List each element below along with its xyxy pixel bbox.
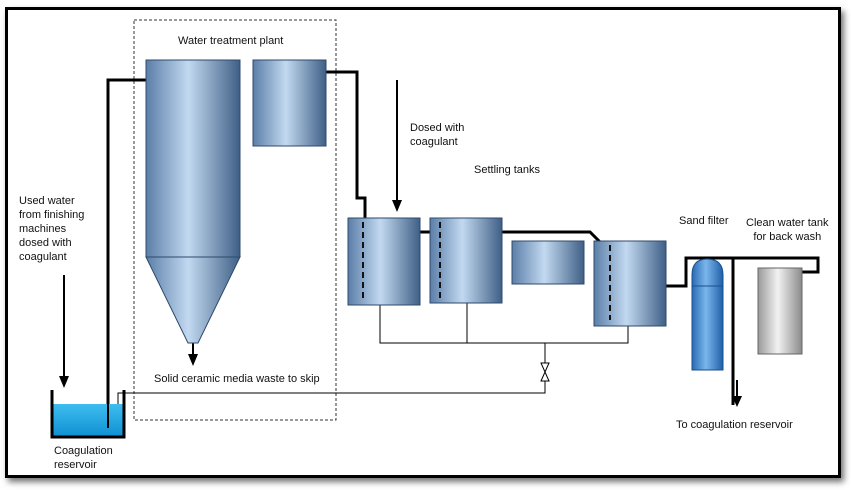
treatment-silo bbox=[145, 59, 241, 344]
label-clean-water-tank: Clean water tank for back wash bbox=[746, 217, 829, 243]
arrows bbox=[59, 80, 742, 407]
plant-boundary bbox=[133, 19, 337, 421]
settling-tank-3 bbox=[511, 240, 585, 285]
label-solid-waste: Solid ceramic media waste to skip bbox=[154, 373, 320, 385]
settling-tank-2 bbox=[429, 217, 503, 304]
coagulation-reservoir bbox=[50, 390, 126, 439]
clean-water-tank bbox=[757, 267, 803, 355]
label-used-water: Used water from finishing machines dosed… bbox=[19, 195, 85, 263]
sand-filter bbox=[691, 258, 724, 371]
settling-tank-4 bbox=[593, 240, 667, 327]
label-settling-tanks: Settling tanks bbox=[474, 164, 541, 176]
label-water-treatment-plant: Water treatment plant bbox=[178, 35, 284, 47]
label-coagulation-reservoir: Coagulation reservoir bbox=[54, 445, 113, 471]
valve-icon bbox=[540, 362, 550, 382]
diagram-frame bbox=[5, 7, 841, 478]
settling-tank-1 bbox=[347, 217, 421, 306]
label-sand-filter: Sand filter bbox=[679, 215, 729, 227]
plant-tank bbox=[252, 59, 327, 147]
label-to-coagulation-reservoir: To coagulation reservoir bbox=[676, 419, 793, 431]
label-dosed-with-coagulant: Dosed with coagulant bbox=[410, 122, 465, 148]
